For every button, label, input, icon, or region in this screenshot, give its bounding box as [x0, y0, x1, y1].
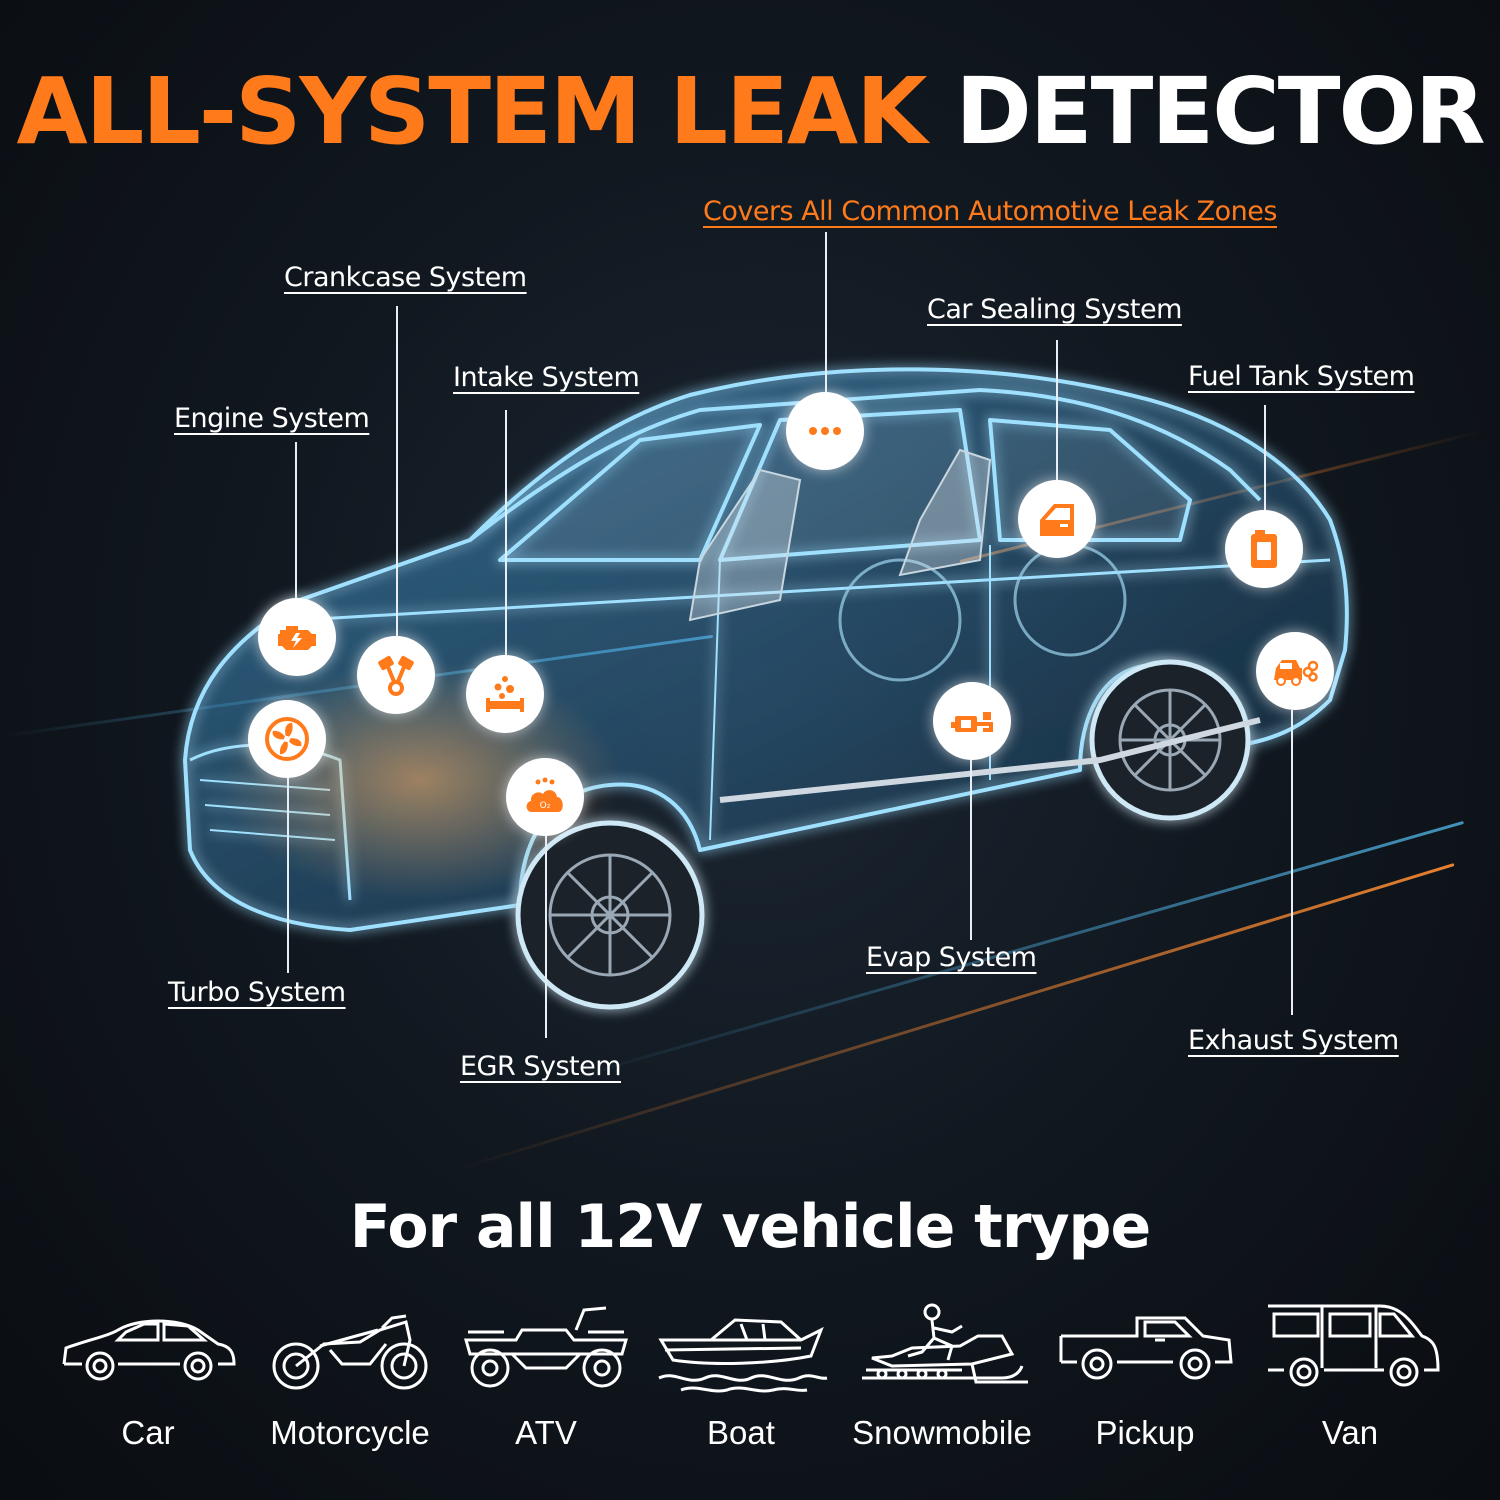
car-door-icon [1040, 504, 1074, 536]
leader-line [970, 760, 972, 940]
fuel-canister-icon [1251, 530, 1277, 568]
turbo-badge [248, 700, 326, 778]
exhaust-smoke-icon [1274, 660, 1319, 686]
vehicle-type-boat: Boat [641, 1300, 841, 1452]
callout-engine: Engine System [174, 403, 370, 434]
vehicle-type-van: Van [1250, 1300, 1450, 1452]
callout-covers-all: Covers All Common Automotive Leak Zones [703, 196, 1277, 227]
leader-line [1291, 710, 1293, 1015]
intake-bubbles-icon [486, 676, 524, 712]
egr-o2-cloud-icon: O₂ [526, 777, 563, 812]
svg-text:O₂: O₂ [540, 801, 551, 811]
leader-line [396, 306, 398, 636]
egr-badge: O₂ [506, 758, 584, 836]
title-highlight: ALL-SYSTEM LEAK [16, 58, 927, 165]
page-title: ALL-SYSTEM LEAK DETECTOR [0, 58, 1500, 165]
pistons-icon [378, 655, 414, 696]
boat-icon [658, 1318, 828, 1393]
leader-line [1264, 405, 1266, 510]
vehicle-label: Car [121, 1414, 175, 1451]
evap-canister-icon [951, 712, 993, 732]
title-rest: DETECTOR [955, 58, 1485, 165]
turbo-fan-icon [265, 717, 309, 761]
callout-crankcase: Crankcase System [284, 262, 527, 293]
sealing-badge [1018, 480, 1096, 558]
more-badge [786, 392, 864, 470]
callout-egr: EGR System [460, 1051, 622, 1082]
vehicle-type-motorcycle: Motorcycle [250, 1300, 450, 1452]
van-icon [1268, 1304, 1440, 1387]
engine-badge [258, 598, 336, 676]
leader-line [295, 442, 297, 602]
leader-line [1056, 340, 1058, 480]
leader-line [545, 833, 547, 1038]
motorcycle-icon [272, 1314, 428, 1390]
vehicle-label: Motorcycle [270, 1414, 430, 1451]
leader-line [287, 778, 289, 973]
crankcase-badge [357, 636, 435, 714]
intake-badge [466, 655, 544, 733]
vehicle-label: Boat [707, 1414, 775, 1451]
callout-intake: Intake System [453, 362, 640, 393]
ellipsis-icon [809, 427, 841, 435]
fuel-tank-badge [1225, 510, 1303, 588]
vehicle-label: Van [1321, 1414, 1379, 1451]
vehicle-type-snowmobile: Snowmobile [842, 1300, 1042, 1452]
callout-car-sealing: Car Sealing System [927, 294, 1182, 325]
exhaust-badge [1256, 632, 1334, 710]
pickup-icon [1059, 1316, 1233, 1380]
snowmobile-icon [862, 1303, 1028, 1384]
vehicle-types-heading: For all 12V vehicle trype [349, 1192, 1151, 1262]
vehicle-label: Pickup [1095, 1414, 1195, 1451]
leader-line [825, 232, 827, 392]
callout-exhaust: Exhaust System [1188, 1025, 1399, 1056]
vehicle-label: ATV [515, 1414, 577, 1451]
vehicle-type-atv: ATV [446, 1300, 646, 1452]
car-icon [62, 1319, 236, 1381]
vehicle-type-pickup: Pickup [1045, 1300, 1245, 1452]
leader-line [505, 410, 507, 655]
evap-badge [933, 682, 1011, 760]
atv-icon [464, 1306, 628, 1388]
vehicle-type-car: Car [48, 1300, 248, 1452]
engine-icon [278, 626, 316, 650]
callout-evap: Evap System [866, 942, 1037, 973]
vehicle-label: Snowmobile [852, 1414, 1032, 1451]
callout-turbo: Turbo System [168, 977, 346, 1008]
callout-fuel-tank: Fuel Tank System [1188, 361, 1415, 392]
